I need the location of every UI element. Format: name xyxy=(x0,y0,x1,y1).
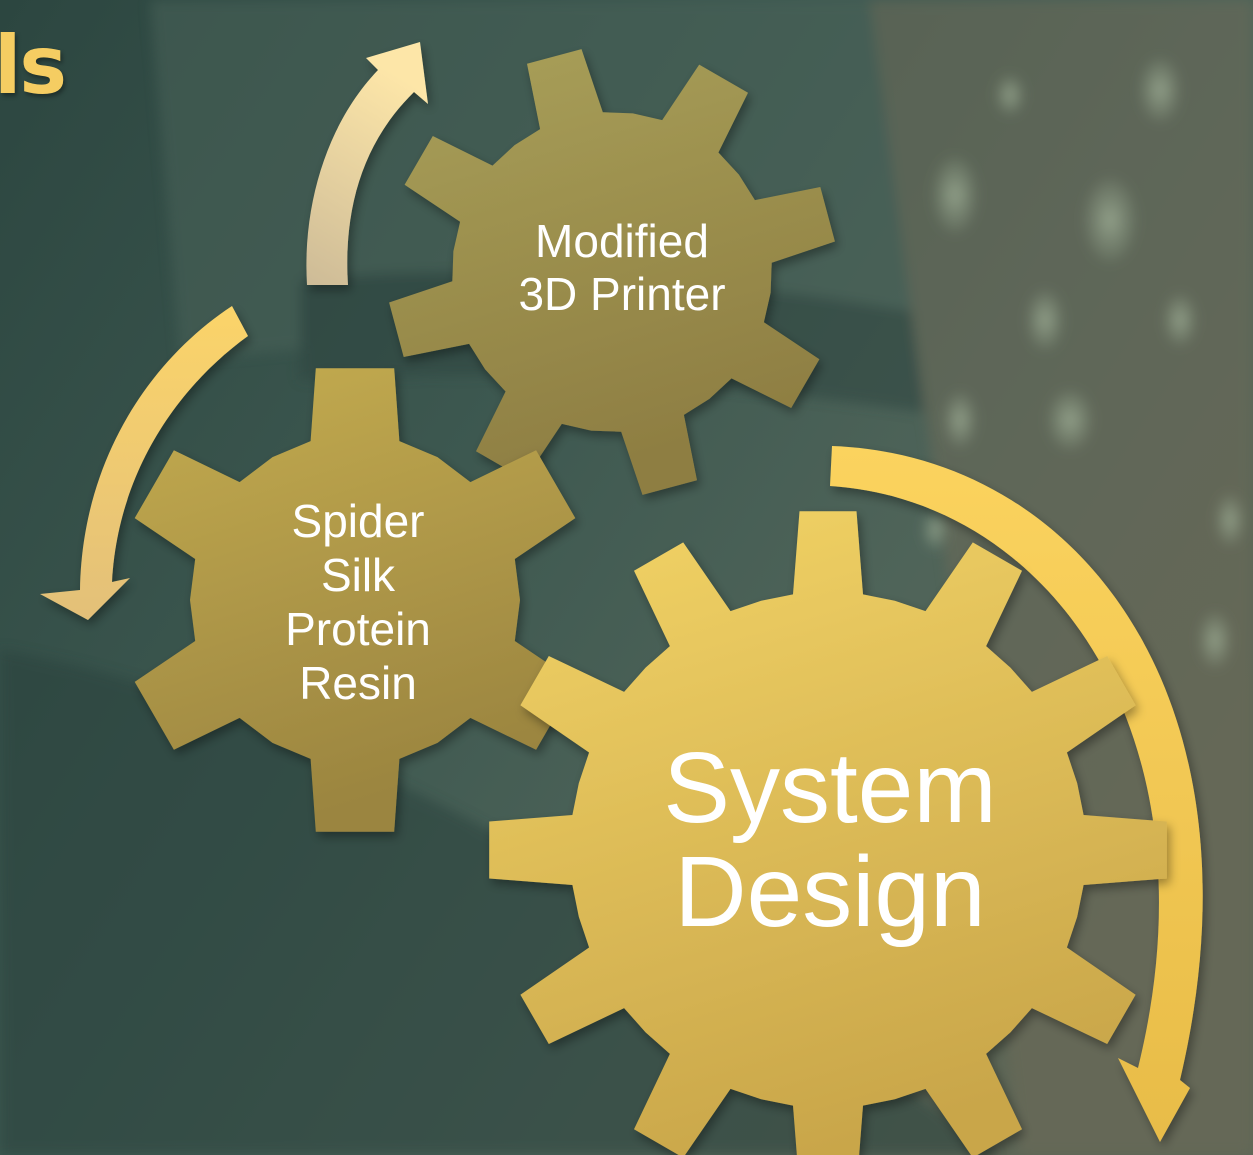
texture-spots xyxy=(923,58,1244,668)
curved-arrow-icon xyxy=(40,306,248,620)
gear-label-system-design: System Design xyxy=(663,736,996,944)
gear-icon xyxy=(489,511,1167,1155)
gear-label-line: Spider xyxy=(291,495,425,547)
gear-label-line: System xyxy=(663,732,997,844)
gear-label-spider-silk-protein-resin: Spider Silk Protein Resin xyxy=(285,494,431,710)
curved-arrow-icon xyxy=(306,42,428,285)
gear-label-line: Resin xyxy=(299,657,417,709)
gear-label-line: Modified xyxy=(535,215,709,267)
gear-icon xyxy=(389,49,835,495)
gear-label-line: Protein xyxy=(285,603,431,655)
gear-label-line: Silk xyxy=(320,549,396,601)
gear-label-line: Design xyxy=(674,836,986,948)
slide-title-fragment: ls xyxy=(0,19,67,112)
gear-label-modified-3d-printer: Modified 3D Printer xyxy=(518,215,725,321)
gear-label-line: 3D Printer xyxy=(518,268,726,320)
curved-arrow-icon xyxy=(830,446,1203,1142)
gear-icon xyxy=(134,368,576,832)
